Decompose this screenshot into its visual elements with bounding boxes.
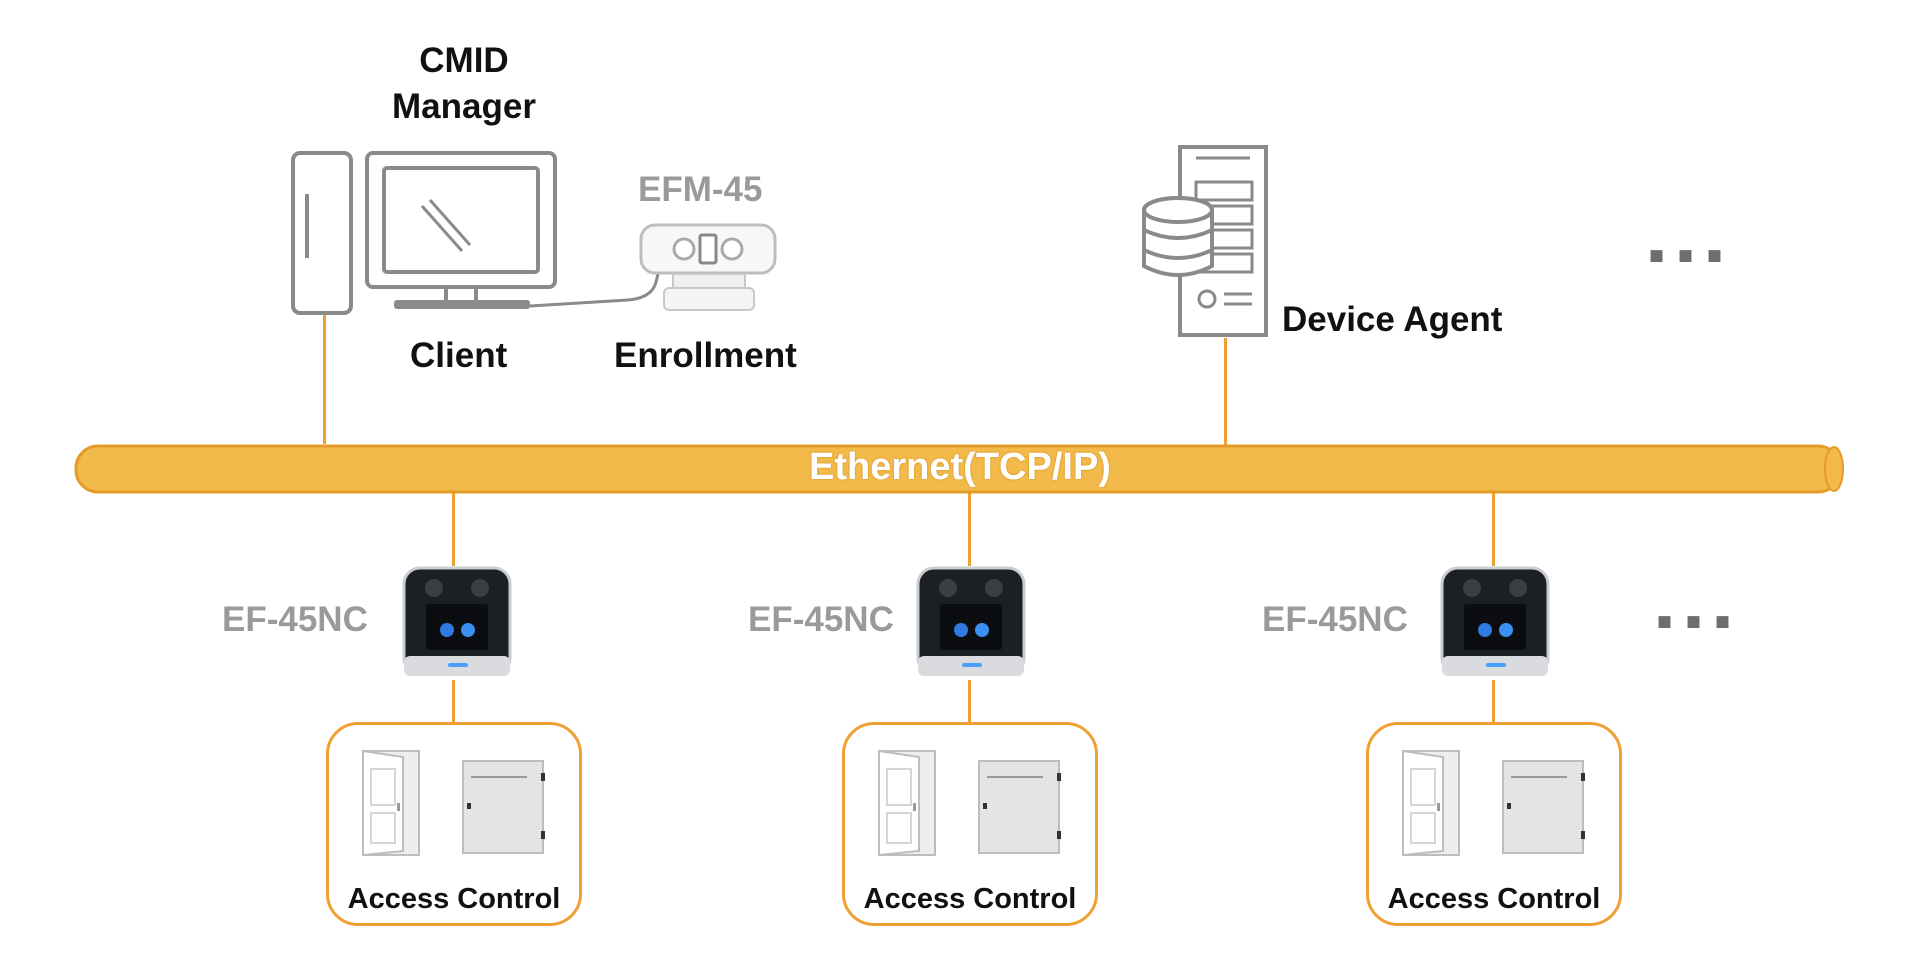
client-label: Client [410,336,508,375]
face-terminal-icon [402,566,512,676]
access-control-label-2: Access Control [863,883,1077,915]
face-terminal-icon [916,566,1026,676]
manager-title-line1: CMID [419,41,509,80]
manager-title: CMID Manager [364,38,564,130]
device1-model-label: EF-45NC [222,600,368,639]
device2-model-label: EF-45NC [748,600,894,639]
device-agent-label: Device Agent [1282,300,1503,339]
access-control-label-1: Access Control [347,883,561,915]
ethernet-label: Ethernet(TCP/IP) [809,446,1111,488]
device3-model-label: EF-45NC [1262,600,1408,639]
door-icon [878,749,936,857]
device2-link-line [968,492,971,566]
control-cabinet-icon [978,760,1061,854]
door-icon [1402,749,1460,857]
more-ellipsis-bottom: ▪▪▪ [1656,595,1744,648]
door-icon [362,749,420,857]
efm45-label: EFM-45 [638,170,763,209]
device3-ac-line [1492,680,1495,724]
access-control-unit-1: Access Control [326,722,582,926]
control-cabinet-icon [462,760,545,854]
device3-link-line [1492,492,1495,566]
client-link-line [323,314,326,444]
monitor-icon [365,151,557,309]
control-cabinet-icon [1502,760,1585,854]
usb-cable [529,273,660,308]
fingerprint-scanner-icon [639,223,777,311]
access-control-label-3: Access Control [1387,883,1601,915]
device1-ac-line [452,680,455,724]
server-database-icon [1142,145,1268,337]
access-control-unit-3: Access Control [1366,722,1622,926]
pc-tower-icon [291,151,353,315]
agent-link-line [1224,338,1227,446]
manager-title-line2: Manager [392,87,536,126]
face-terminal-icon [1440,566,1550,676]
device1-link-line [452,492,455,566]
access-control-unit-2: Access Control [842,722,1098,926]
enrollment-label: Enrollment [614,336,797,375]
device2-ac-line [968,680,971,724]
more-ellipsis-top: ▪▪▪ [1648,229,1736,282]
ethernet-bus [74,444,1844,494]
